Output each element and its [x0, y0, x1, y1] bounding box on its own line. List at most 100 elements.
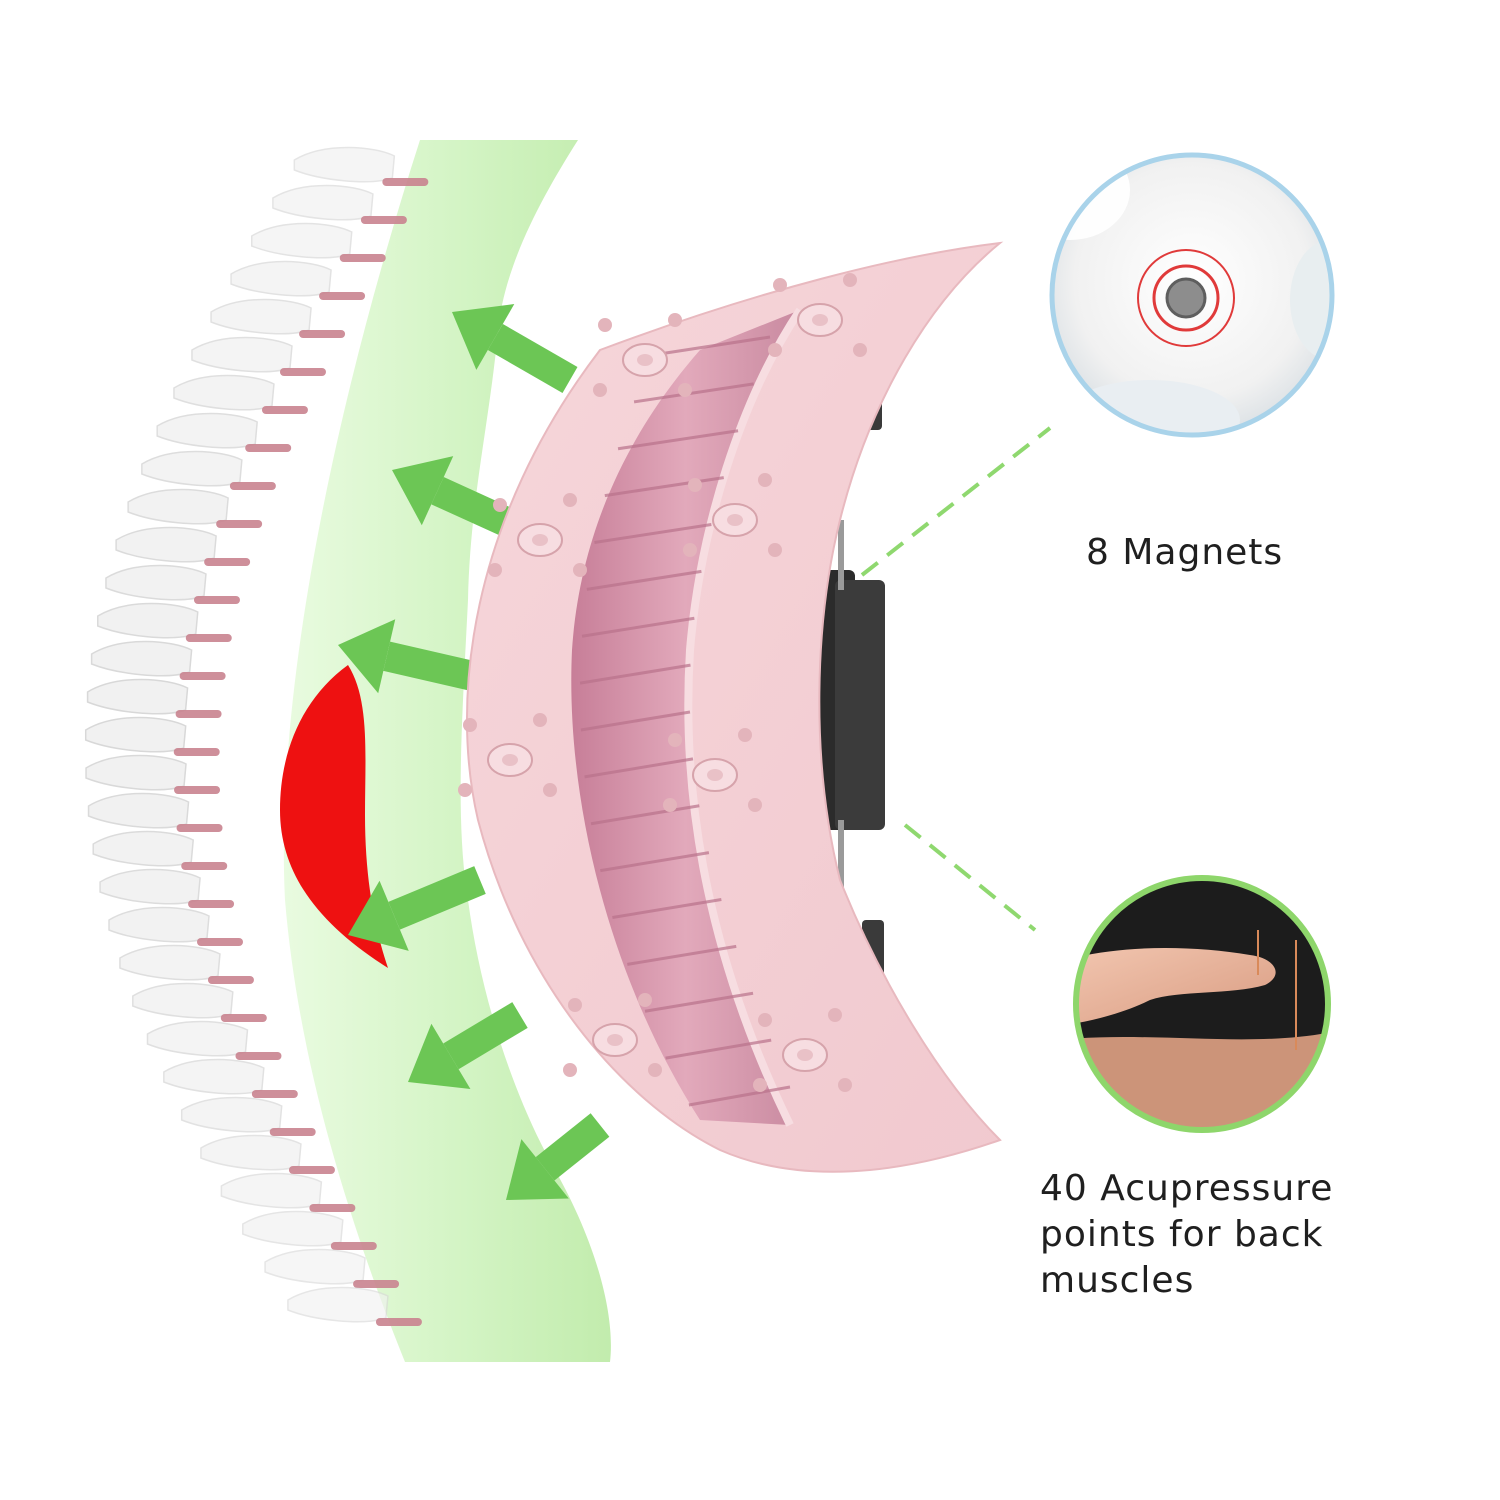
acupressure-bump — [663, 798, 677, 812]
spinal-disc — [353, 1280, 400, 1288]
spinal-disc — [173, 748, 220, 756]
acupressure-bump — [563, 1063, 577, 1077]
spinal-disc — [176, 824, 223, 832]
acupressure-bump — [533, 713, 547, 727]
spinal-disc — [179, 672, 226, 680]
spinal-disc — [235, 1052, 282, 1060]
acupressure-bump — [738, 728, 752, 742]
vertebra — [86, 678, 189, 715]
acupressure-bump — [598, 318, 612, 332]
acupressure-cluster — [683, 473, 782, 557]
acupressure-bump — [488, 563, 502, 577]
spinal-disc — [220, 1014, 267, 1022]
spinal-disc — [261, 406, 308, 414]
spinal-disc — [269, 1128, 316, 1136]
pressure-arrow — [348, 866, 486, 951]
magnets-caption: 8 Magnets — [1086, 532, 1284, 573]
vertebra — [85, 754, 187, 791]
vertebra — [132, 982, 234, 1019]
spinal-disc — [207, 976, 254, 984]
vertebra — [105, 564, 207, 601]
acupressure-bump — [768, 543, 782, 557]
spinal-disc — [251, 1090, 298, 1098]
vertebra — [220, 1172, 323, 1209]
vertebra — [242, 1210, 344, 1247]
vertebra — [127, 488, 229, 525]
spinal-disc — [181, 862, 228, 870]
acupressure-bump — [688, 478, 702, 492]
acupressure-bump — [668, 733, 682, 747]
acupressure-bump — [683, 543, 697, 557]
stretcher-board — [465, 241, 1004, 1173]
acupressure-bump — [843, 273, 857, 287]
channel-divider — [684, 307, 804, 1127]
acupressure-bump — [838, 1078, 852, 1092]
spinal-disc — [174, 786, 221, 794]
acupressure-bump — [493, 498, 507, 512]
spinal-disc — [193, 596, 240, 604]
vertebra — [146, 1020, 249, 1057]
vertebra — [230, 260, 332, 297]
acupressure-bump — [573, 563, 587, 577]
acupressure-bump — [748, 798, 762, 812]
callout-line-magnets — [860, 426, 1052, 577]
spinal-disc — [197, 938, 244, 946]
spinal-disc — [319, 292, 366, 300]
vertebra — [141, 450, 243, 487]
spine-illustration — [84, 146, 429, 1326]
spinal-disc — [188, 900, 235, 908]
acupressure-bump — [458, 783, 472, 797]
spinal-disc — [288, 1166, 335, 1174]
spinal-disc — [339, 254, 386, 262]
acupressure-bump — [828, 1008, 842, 1022]
vertebra — [191, 336, 293, 373]
spinal-disc — [309, 1204, 356, 1212]
channel-ridges — [579, 335, 791, 1107]
vertebra — [250, 222, 353, 259]
vertebra — [90, 640, 193, 677]
vertebra — [99, 868, 201, 905]
spinal-disc — [245, 444, 292, 452]
acupressure-bump — [568, 998, 582, 1012]
acupressure-cluster — [593, 313, 692, 397]
vertebra — [293, 146, 396, 183]
magnet-inset — [1049, 152, 1335, 438]
spinal-disc — [360, 216, 407, 224]
acupressure-bump — [638, 993, 652, 1007]
spinal-disc — [204, 558, 251, 566]
acupressure-bump — [648, 1063, 662, 1077]
pain-zone-shape — [280, 665, 388, 968]
acupressure-cluster — [753, 1008, 852, 1092]
acupressure-cluster — [663, 728, 762, 812]
vertebra — [287, 1286, 389, 1323]
vertebra — [97, 602, 199, 639]
acupressure-bump — [463, 718, 477, 732]
acupressure-cluster — [563, 993, 662, 1077]
vertebra — [180, 1096, 283, 1133]
pressure-arrow — [452, 304, 578, 393]
spinal-disc — [330, 1242, 377, 1250]
acupressure-bump — [543, 783, 557, 797]
spinal-disc — [375, 1318, 422, 1326]
vertebra — [156, 412, 258, 449]
spinal-disc — [299, 330, 346, 338]
spinal-disc — [185, 634, 232, 642]
spinal-disc — [216, 520, 263, 528]
spinal-disc — [382, 178, 429, 186]
vertebra — [92, 830, 195, 867]
vertebra — [173, 374, 275, 411]
acupressure-cluster — [458, 713, 557, 797]
acupressure-inset — [1073, 875, 1331, 1133]
callout-line-acupressure — [903, 823, 1037, 932]
vertebra — [272, 184, 374, 221]
hand-illustration — [1076, 948, 1276, 1025]
magnet-ring-inner — [1152, 264, 1220, 332]
magnet-ring-outer — [1137, 249, 1235, 347]
body-profile-shape — [283, 140, 611, 1362]
acupressure-bump — [758, 473, 772, 487]
acupressure-caption: 40 Acupressure points for back muscles — [1040, 1168, 1334, 1301]
spinal-disc — [175, 710, 222, 718]
vertebra — [210, 298, 312, 335]
magnet-disc — [1165, 277, 1207, 319]
